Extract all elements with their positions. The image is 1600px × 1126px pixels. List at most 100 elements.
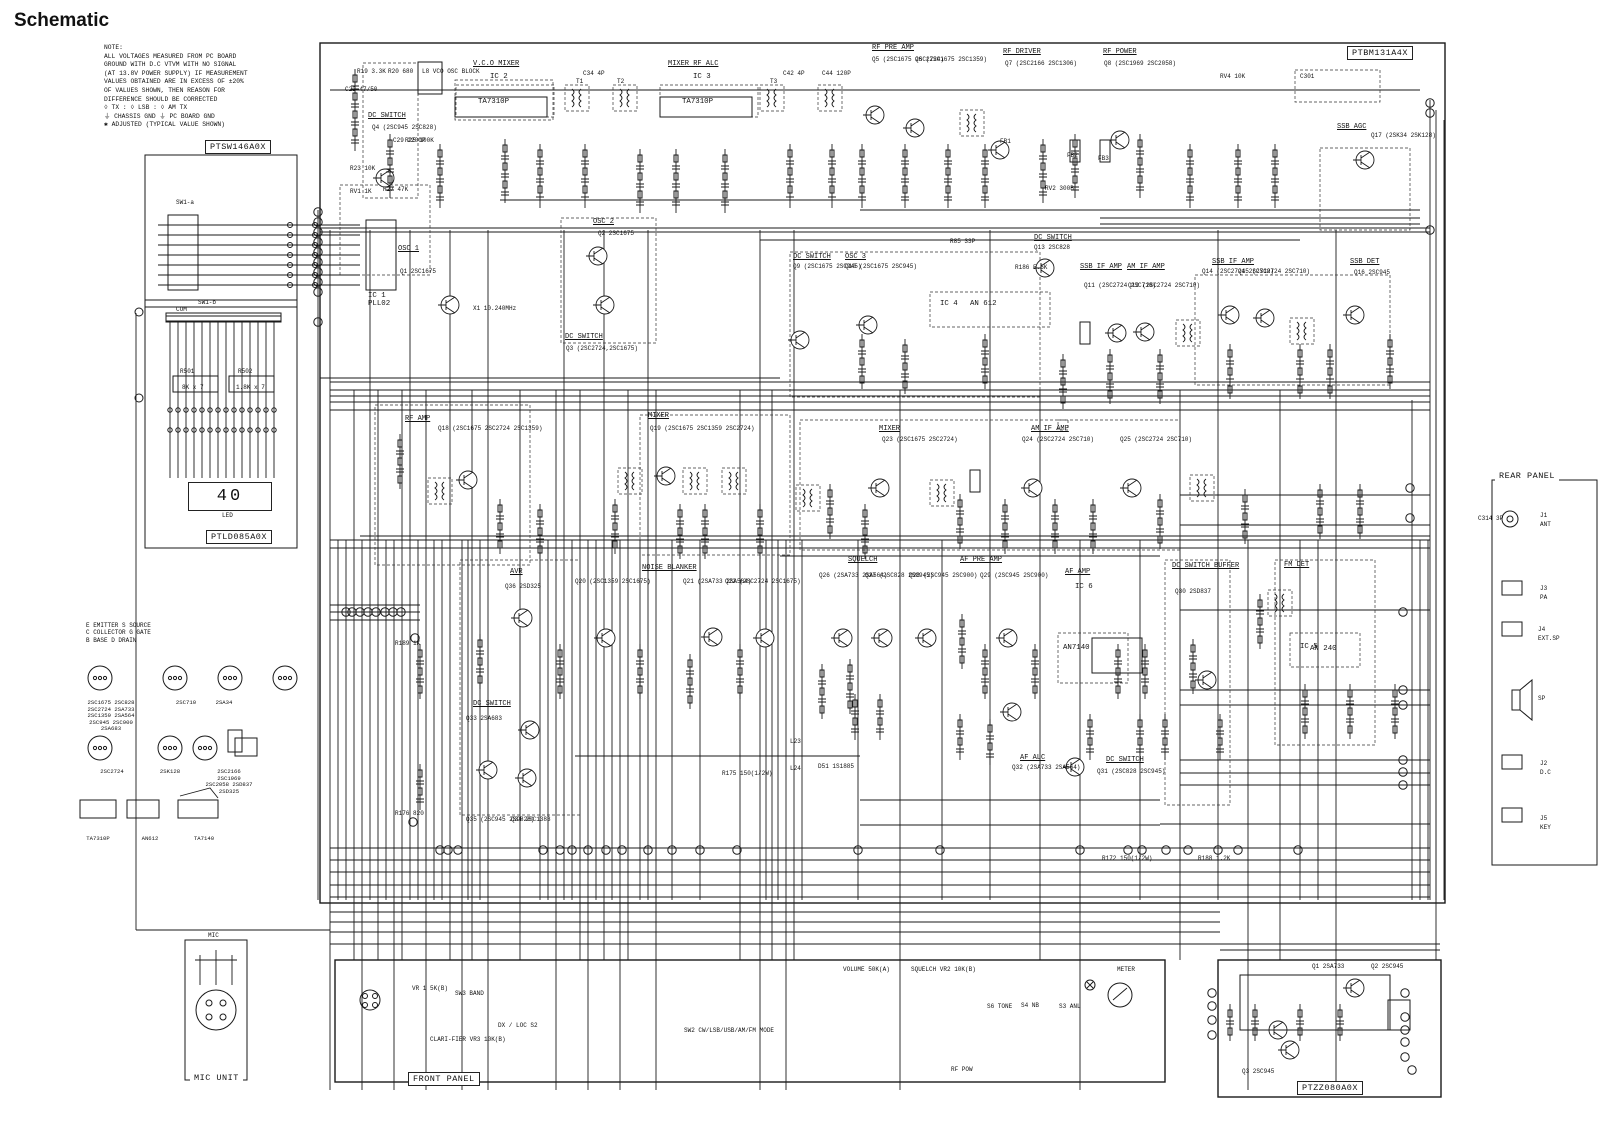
block-osc-1: OSC 1 <box>398 245 420 253</box>
transistor-q32: Q32 (2SA733 2SA564) <box>1012 764 1081 771</box>
fm-det-section <box>1274 559 1376 746</box>
rear-panel-outline <box>1491 479 1598 866</box>
rear-panel-label: REAR PANEL <box>1495 470 1560 482</box>
transistor-q2: Q2 2SC1675 <box>598 230 635 237</box>
sub-transistor-q1: Q1 2SA733 <box>1312 963 1345 970</box>
part-rv4: RV4 10K <box>1220 73 1246 80</box>
sub-board-outline <box>1217 959 1442 1098</box>
switch-board-label: PTSW146A0X <box>205 140 272 154</box>
ic6-chip <box>1091 637 1143 674</box>
block-vco-mixer: V.C.O MIXER <box>473 60 520 68</box>
block-ssb-if-amp: SSB IF AMP <box>1212 258 1255 266</box>
block-mixer-rf-alc: MIXER RF ALC <box>668 60 719 68</box>
part-r186: R186 5.6K <box>1015 264 1048 271</box>
connection-nodes <box>313 98 1435 1075</box>
part-t1: T1 <box>576 78 584 85</box>
part-r85: R85 33P <box>950 238 976 245</box>
front-vr1: VR 1 5K(B) <box>412 985 449 992</box>
ic1-body <box>365 219 397 291</box>
dc-switch-buffer-section <box>1164 559 1231 806</box>
ic-part-2: PLL02 <box>368 300 391 308</box>
part-r176: R176 820 <box>395 810 424 817</box>
ic-part-5: AN 240 <box>1310 645 1337 653</box>
rear-j3: J3 <box>1540 585 1548 592</box>
part-x1: X1 10.240MHz <box>473 305 517 312</box>
rear-j4-label: EXT.SP <box>1538 635 1560 642</box>
transistor-q19: Q19 (2SC1675 2SC1359 2SC2724) <box>650 425 755 432</box>
legend-line: B BASE D DRAIN <box>86 636 137 644</box>
transistor-q4: Q4 (2SC945 2SC828) <box>372 124 437 131</box>
r501-value: 8K x 7 <box>182 384 204 391</box>
ic-ref-3: IC 4 <box>940 300 958 308</box>
part-fb2: FB2 <box>1067 152 1078 159</box>
ic3-body <box>659 96 753 118</box>
block-dc-switch-q13: DC SWITCH <box>1034 234 1072 242</box>
package-6: TA7310P <box>86 835 110 842</box>
ic4-body <box>929 291 1051 328</box>
mic-jack-j6 <box>359 989 381 1011</box>
if-transformers <box>427 84 1315 617</box>
vertical-bus-lines <box>317 100 1445 1090</box>
transistor-q7: Q7 (2SC2166 2SC1306) <box>1005 60 1078 67</box>
part-r19: R19 3.3K <box>357 68 386 75</box>
ic-ref-5: IC 5 <box>1300 643 1318 651</box>
part-t2: T2 <box>617 78 625 85</box>
block-noise-blanker: NOISE BLANKER <box>642 564 697 572</box>
part-fb3: FB3 <box>1098 155 1109 162</box>
block-dc-switch-q33: DC SWITCH <box>473 700 511 708</box>
front-rf-pow: RF POW <box>951 1066 973 1073</box>
sw1b-label: SW1-b <box>198 299 217 306</box>
transistor-q18: Q18 (2SC1675 2SC2724 2SC1359) <box>438 425 543 432</box>
part-d51: D51 1S1885 <box>818 763 855 770</box>
j1-ant-jack <box>1501 510 1519 528</box>
transistor-q35: Q35 (2SC945 2SC828) <box>466 816 535 823</box>
transistor-q23: Q23 (2SC1675 2SC2724) <box>882 436 958 443</box>
block-am-if-amp-12: AM IF AMP <box>1127 263 1165 271</box>
part-c301: C301 <box>1300 73 1315 80</box>
transistor-q6: Q6 (2SC1675 2SC1359) <box>915 56 988 63</box>
lcd-display: 40 <box>188 482 272 511</box>
rear-j5-label: KEY <box>1540 824 1551 831</box>
front-panel-label: FRONT PANEL <box>408 1072 480 1086</box>
transistor-q21: Q21 (2SA733 2SA564) <box>683 578 752 585</box>
if-section <box>789 251 1041 398</box>
part-c314: C314 3P <box>1478 515 1504 522</box>
transistor-q34: Q34 2SC1383 <box>511 816 551 823</box>
page-title: Schematic <box>14 10 110 31</box>
block-mixer-q19: MIXER <box>648 412 670 420</box>
am-if-section <box>799 419 1181 551</box>
part-fb1: FB1 <box>1000 138 1011 145</box>
dc-switch-q4-section <box>362 62 419 199</box>
transistor-q33: Q33 2SA683 <box>466 715 503 722</box>
front-s3: S3 ANL <box>1059 1003 1081 1010</box>
lamp-pl1 <box>1084 979 1096 991</box>
com-label: COM <box>176 306 187 313</box>
legend-line: E EMITTER S SOURCE <box>86 622 151 629</box>
block-dc-switch-buffer: DC SWITCH BUFFER <box>1172 562 1240 570</box>
mic-unit-label: MIC UNIT <box>190 1072 243 1084</box>
front-sw2: SW2 CW/LSB/USB/AM/FM MODE <box>684 1027 775 1034</box>
rear-sp: SP <box>1538 695 1546 702</box>
r502-value: 1.8K x 7 <box>236 384 265 391</box>
front-volume: VOLUME 50K(A) <box>843 966 890 973</box>
part-c34: C34 4P <box>583 70 605 77</box>
rear-j1-label: ANT <box>1540 521 1551 528</box>
block-avr: AVR <box>510 568 523 576</box>
transistor-q24: Q24 (2SC2724 2SC710) <box>1022 436 1095 443</box>
part-c29: C29 2200P <box>393 137 426 144</box>
part-t3: T3 <box>770 78 778 85</box>
ic-part-0: TA7310P <box>478 98 510 106</box>
front-s6: S6 TONE <box>987 1003 1013 1010</box>
ssb-if-section <box>1194 274 1391 386</box>
rear-j5: J5 <box>1540 815 1548 822</box>
block-ssb-det: SSB DET <box>1350 258 1380 266</box>
part-r23: R23 10K <box>350 165 376 172</box>
transistor-q1: Q1 2SC1675 <box>400 268 437 275</box>
transistor-q31: Q31 (2SC828 2SC945) <box>1097 768 1166 775</box>
sw1a-label: SW1-a <box>176 199 195 206</box>
ic-ref-0: IC 2 <box>490 73 508 81</box>
package-7: AN612 <box>141 835 159 842</box>
main-board-outline <box>319 42 1446 904</box>
transistor-q36: Q36 2SD325 <box>505 583 542 590</box>
part-c42: C42 4P <box>783 70 805 77</box>
